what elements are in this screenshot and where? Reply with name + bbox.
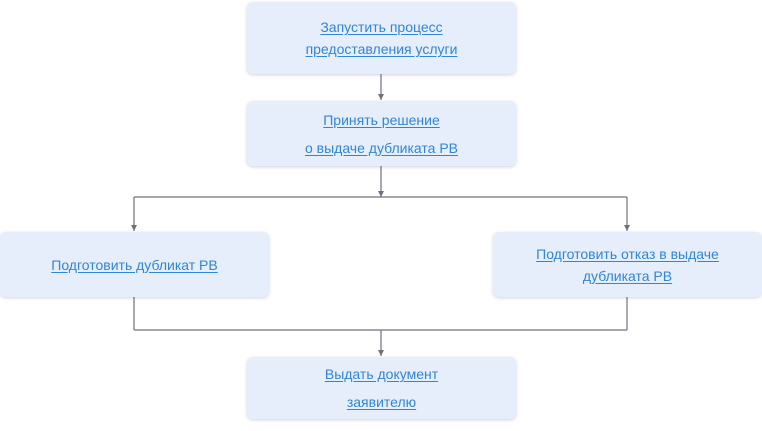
- step-start-process-line-1: Запустить процесс: [320, 19, 443, 35]
- step-start-process-link[interactable]: Запустить процесс предоставления услуги: [306, 16, 458, 60]
- step-prepare-duplicate: Подготовить дубликат РВ: [0, 232, 269, 297]
- step-issue-document-link[interactable]: Выдать документ заявителю: [325, 360, 438, 416]
- step-prepare-refusal-line-1: Подготовить отказ в выдаче: [536, 245, 719, 262]
- step-start-process: Запустить процесс предоставления услуги: [247, 2, 516, 74]
- step-prepare-refusal-link[interactable]: Подготовить отказ в выдаче дубликата РВ: [536, 243, 719, 287]
- step-make-decision-link[interactable]: Принять решение о выдаче дубликата РВ: [305, 106, 458, 162]
- step-make-decision-line-2: о выдаче дубликата РВ: [304, 139, 458, 156]
- step-prepare-refusal-line-2: дубликата РВ: [582, 267, 673, 284]
- step-prepare-duplicate-line-1: Подготовить дубликат РВ: [51, 256, 218, 273]
- step-issue-document-line-2: заявителю: [346, 394, 417, 410]
- step-make-decision-line-1: Принять решение: [323, 111, 440, 128]
- step-issue-document-line-1: Выдать документ: [324, 366, 439, 382]
- step-prepare-duplicate-link[interactable]: Подготовить дубликат РВ: [51, 254, 217, 276]
- step-start-process-line-2: предоставления услуги: [305, 41, 458, 57]
- step-make-decision: Принять решение о выдаче дубликата РВ: [247, 101, 516, 166]
- step-prepare-refusal: Подготовить отказ в выдаче дубликата РВ: [493, 232, 762, 297]
- step-issue-document: Выдать документ заявителю: [247, 357, 516, 419]
